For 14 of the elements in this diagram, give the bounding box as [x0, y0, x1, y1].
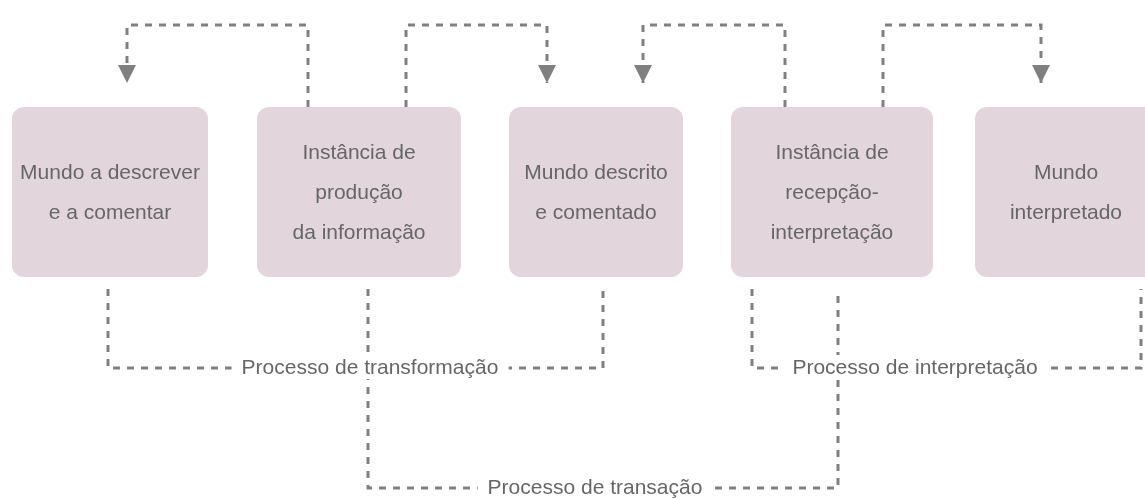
box-label: Mundo a descrever e a comentar [19, 159, 201, 225]
process-box [257, 107, 461, 277]
process-box [509, 107, 683, 277]
box-label: Mundo interpretado [1008, 159, 1124, 225]
dashed-arrow [634, 23, 787, 107]
process-box [975, 107, 1145, 277]
process-box [12, 107, 208, 277]
dashed-arrow [118, 23, 310, 107]
dashed-arrow [881, 23, 1050, 107]
box-label: Mundo descrito e comentado [523, 159, 669, 225]
dashed-arrow [404, 23, 556, 107]
box-label: Instância de recepção-interpretação [769, 139, 895, 245]
box-label: Instância de produção da informação [291, 139, 427, 245]
process-box [731, 107, 933, 277]
